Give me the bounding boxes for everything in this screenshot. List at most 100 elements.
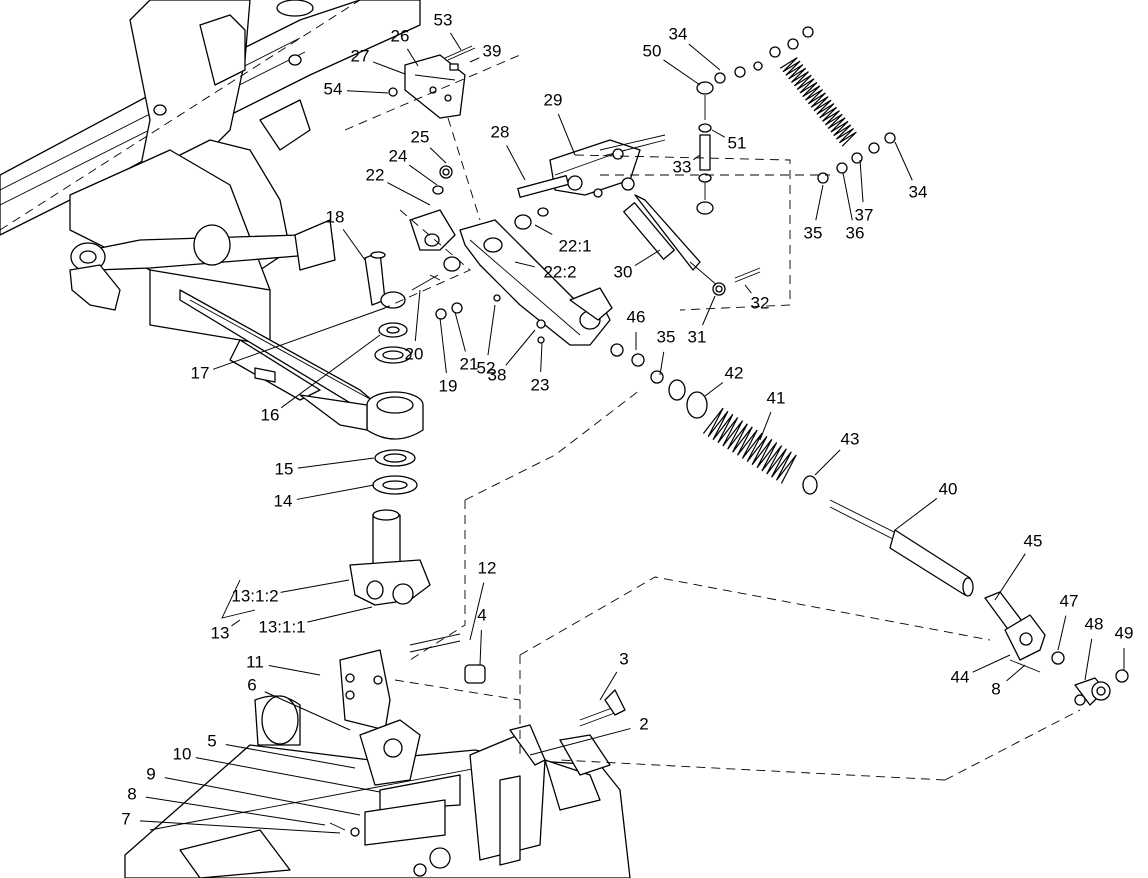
- callout-c30: 30: [614, 262, 633, 281]
- callout-c44: 44: [951, 667, 970, 686]
- plate-29-assembly: [517, 134, 666, 198]
- upper-frame-assembly: [0, 0, 421, 431]
- callout-c2: 2: [639, 714, 648, 733]
- leader-c13: [231, 619, 241, 627]
- callout-c53: 53: [434, 10, 453, 29]
- leader-c21: [454, 311, 466, 352]
- callout-c39: 39: [483, 41, 502, 60]
- callout-c8b: 8: [127, 784, 136, 803]
- leader-c22-1: [534, 224, 553, 235]
- leader-c29: [557, 113, 576, 156]
- callout-c23: 23: [531, 375, 550, 394]
- leader-c7: [139, 820, 341, 834]
- leader-c45: [994, 553, 1026, 601]
- callout-c45: 45: [1024, 531, 1043, 550]
- callout-c22: 22: [366, 165, 385, 184]
- callout-c8a: 8: [991, 679, 1000, 698]
- callout-c32: 32: [751, 293, 770, 312]
- leader-c37: [859, 159, 864, 203]
- shock-absorber: [621, 177, 761, 296]
- leader-c8b: [145, 796, 326, 826]
- callout-c13-1-2: 13:1:2: [231, 586, 278, 605]
- callout-c15: 15: [275, 459, 294, 478]
- leader-c26: [406, 48, 419, 67]
- callout-c49: 49: [1115, 623, 1134, 642]
- leader-c42: [704, 382, 724, 397]
- callout-c21: 21: [460, 354, 479, 373]
- callout-c26: 26: [391, 26, 410, 45]
- callout-c35a: 35: [804, 223, 823, 242]
- leader-c13-1-2: [280, 579, 350, 593]
- callout-leaders: [139, 32, 1125, 834]
- leader-c2: [529, 728, 631, 756]
- callout-c16: 16: [261, 405, 280, 424]
- callout-c38: 38: [488, 365, 507, 384]
- leader-c28: [506, 145, 526, 181]
- leader-c13-1-1: [307, 606, 373, 623]
- leader-c43: [814, 449, 841, 476]
- leader-c35a: [815, 184, 824, 221]
- leader-c15: [297, 457, 375, 469]
- lower-frame-assembly: [124, 633, 631, 878]
- assembly-guide-lines: [0, 0, 1081, 781]
- callout-c34b: 34: [909, 182, 928, 201]
- callout-c13-1-1: 13:1:1: [258, 617, 305, 636]
- callout-c19: 19: [439, 376, 458, 395]
- leader-c25: [429, 147, 447, 164]
- callout-c12: 12: [478, 558, 497, 577]
- callout-c47: 47: [1060, 591, 1079, 610]
- leader-c48: [1084, 638, 1093, 681]
- leader-c8a: [1006, 664, 1026, 682]
- leader-c36: [842, 172, 853, 221]
- callout-c22-2: 22:2: [543, 262, 576, 281]
- callout-c48: 48: [1085, 614, 1104, 633]
- leader-c27: [372, 61, 406, 75]
- callout-c29: 29: [544, 90, 563, 109]
- callout-c9: 9: [146, 764, 155, 783]
- callout-c17: 17: [191, 363, 210, 382]
- callout-c40: 40: [939, 479, 958, 498]
- leader-c18: [342, 229, 366, 261]
- callout-c50: 50: [643, 41, 662, 60]
- callout-c52: 52: [477, 358, 496, 377]
- callout-c20: 20: [405, 344, 424, 363]
- callout-c42: 42: [725, 363, 744, 382]
- leader-c32: [744, 284, 752, 294]
- callout-c41: 41: [767, 388, 786, 407]
- callout-c22-1: 22:1: [558, 236, 591, 255]
- leader-c20: [414, 289, 421, 342]
- leader-c12: [469, 582, 485, 641]
- leader-c40: [894, 498, 938, 531]
- callout-c51: 51: [728, 133, 747, 152]
- leader-c47: [1057, 615, 1067, 651]
- leader-c33: [693, 154, 701, 161]
- callout-c43: 43: [841, 429, 860, 448]
- leader-c35b: [659, 351, 665, 376]
- callout-c10: 10: [173, 744, 192, 763]
- leader-c22: [387, 182, 431, 206]
- callout-c24: 24: [389, 146, 408, 165]
- callout-c14: 14: [274, 491, 293, 510]
- leader-c52: [487, 304, 496, 356]
- leader-c38: [505, 329, 536, 366]
- leader-c30: [634, 249, 661, 267]
- callout-c13: 13: [211, 623, 230, 642]
- callout-c28: 28: [491, 122, 510, 141]
- callout-c4: 4: [477, 605, 486, 624]
- leader-c51: [711, 129, 726, 138]
- callout-c3: 3: [619, 649, 628, 668]
- callout-c27: 27: [351, 46, 370, 65]
- leader-c14: [296, 484, 375, 500]
- leader-c10: [195, 757, 381, 793]
- bracket-assembly: [388, 45, 476, 119]
- spring-37-assembly: [714, 26, 896, 184]
- tie-rod-33: [696, 81, 714, 215]
- callout-c5: 5: [207, 731, 216, 750]
- leader-c5: [225, 744, 356, 769]
- leader-c44: [972, 654, 1011, 673]
- leader-c41: [759, 411, 772, 441]
- callout-c37: 37: [855, 205, 874, 224]
- callout-c33: 33: [673, 157, 692, 176]
